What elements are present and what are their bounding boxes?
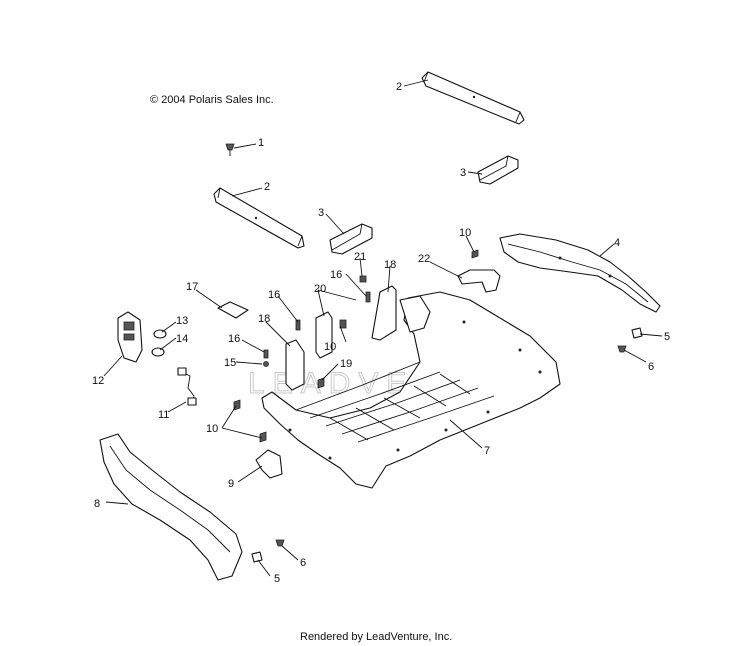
part-10-mid-fasteners [233,319,347,443]
callout-19: 19 [340,358,352,370]
callout-15: 15 [224,357,236,369]
callout-8: 8 [94,498,100,510]
callout-1: 1 [258,137,264,149]
part-18-left-bracket [285,339,305,391]
callout-14: 14 [176,333,188,345]
part-7-rear-body [261,291,561,489]
callout-16: 16 [228,333,240,345]
part-19-fastener [317,377,325,389]
part-14-bulb [151,347,165,357]
part-6-lower-screw [275,539,285,547]
part-3-middle-bracket [329,223,373,255]
part-17-bracket [217,301,249,319]
part-4-right-panel [499,233,661,313]
part-2-upper-bar [421,71,525,125]
callout-6: 6 [648,361,654,373]
part-5-right-clip [631,327,643,339]
callout-10: 10 [324,341,336,353]
part-12-tail-lamp [117,311,143,363]
callout-7: 7 [484,445,490,457]
leader-lines [103,79,663,577]
callout-17: 17 [186,281,198,293]
callout-18: 18 [384,259,396,271]
callout-3: 3 [460,167,466,179]
part-9-bracket [255,449,283,479]
callout-16: 16 [268,289,280,301]
callout-11: 11 [158,409,169,421]
part-13-bulb [153,329,167,339]
callout-5: 5 [664,331,670,343]
callout-5: 5 [274,573,280,585]
callout-4: 4 [614,237,620,249]
part-2-left-bar [213,187,305,249]
callout-2: 2 [396,81,402,93]
callout-10: 10 [459,227,471,239]
callout-6: 6 [300,557,306,569]
part-1-screw [225,143,235,156]
part-8-left-panel [99,433,243,581]
part-5-lower-clip [251,551,263,563]
callout-labels: 2 3 1 2 3 10 4 22 5 6 7 8 9 10 11 12 13 … [92,81,670,585]
callout-9: 9 [228,478,234,490]
part-6-right-screw [617,345,627,353]
footer-text: Rendered by LeadVenture, Inc. [300,631,452,643]
part-11-wire-harness [177,367,197,406]
copyright-text: © 2004 Polaris Sales Inc. [150,94,274,106]
part-16-bolts [263,291,371,359]
callout-20: 20 [314,283,326,295]
callout-21: 21 [354,251,366,263]
callout-18: 18 [258,313,270,325]
part-18-right-bracket [371,285,397,341]
callout-2: 2 [264,181,270,193]
part-20-plate [315,311,333,359]
callout-3: 3 [318,207,324,219]
part-15-clip [263,361,269,367]
part-21-nut [359,275,367,283]
callout-22: 22 [418,253,430,265]
callout-12: 12 [92,375,104,387]
part-10-upper-fastener [471,249,479,259]
callout-13: 13 [176,315,188,327]
part-22-bracket [457,269,501,293]
part-3-upper-bracket [477,155,519,185]
callout-10: 10 [206,423,218,435]
callout-16: 16 [330,269,342,281]
